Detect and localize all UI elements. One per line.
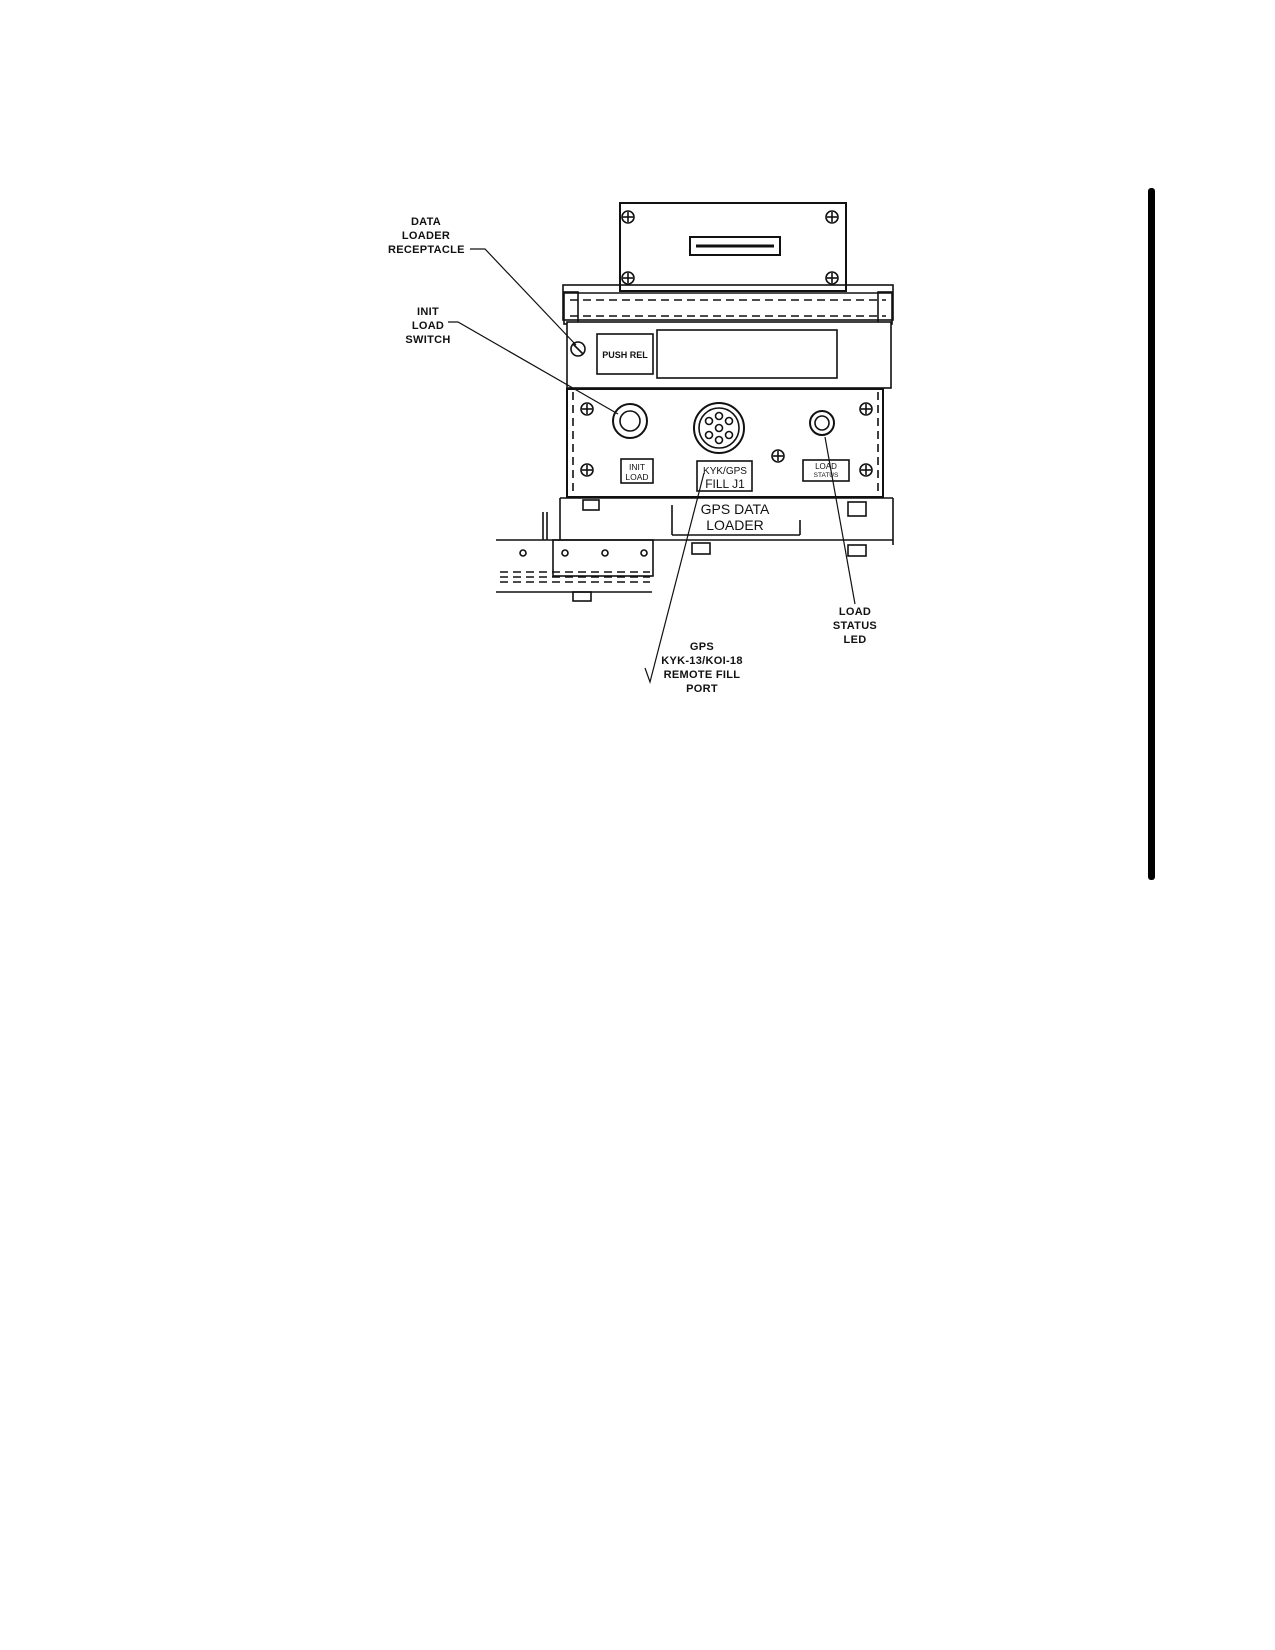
- main-panel: [566, 388, 884, 498]
- load-status-plate-line2: STATUS: [814, 472, 839, 479]
- load-status-plate-line1: LOAD: [815, 462, 837, 471]
- callout-data-loader-receptacle: DATA LOADER RECEPTACLE: [388, 215, 464, 257]
- mounting-base: [496, 497, 894, 602]
- callout-line: LOAD: [838, 606, 872, 618]
- callout-line: PORT: [686, 683, 718, 695]
- fill-connector-plate-line2: FILL J1: [705, 477, 745, 491]
- screw-head-icon: [825, 210, 839, 224]
- led-lamp-icon: [809, 410, 835, 436]
- screw-head-icon: [859, 402, 873, 416]
- push-button-icon: [612, 403, 648, 439]
- push-rel-label: PUSH REL: [602, 350, 648, 360]
- init-load-plate-line1: INIT: [629, 462, 645, 472]
- screw-head-icon: [580, 463, 594, 477]
- callout-line: SWITCH: [405, 334, 451, 346]
- screw-head-icon: [771, 449, 785, 463]
- callout-init-load-switch: INIT LOAD SWITCH: [398, 305, 458, 347]
- mounting-rail: [562, 284, 894, 325]
- callout-line: GPS: [689, 641, 715, 653]
- screw-head-icon: [621, 271, 635, 285]
- callout-line: REMOTE FILL: [663, 669, 741, 681]
- fill-connector-plate-line1: KYK/GPS: [703, 466, 747, 477]
- nameplate-line1: GPS DATA: [701, 501, 770, 517]
- callout-line: LOAD: [411, 320, 445, 332]
- change-bar: [1148, 188, 1155, 880]
- screw-head-icon: [580, 402, 594, 416]
- screw-head-icon: [825, 271, 839, 285]
- screw-head-icon: [621, 210, 635, 224]
- callout-remote-fill-port: GPS KYK-13/KOI-18 REMOTE FILL PORT: [652, 640, 752, 696]
- callout-line: INIT: [417, 306, 439, 318]
- callout-line: KYK-13/KOI-18: [661, 655, 743, 667]
- init-load-plate-line2: LOAD: [625, 472, 648, 482]
- screw-head-icon: [859, 463, 873, 477]
- callout-load-status-led: LOAD STATUS LED: [822, 605, 888, 647]
- callout-line: DATA: [410, 216, 442, 228]
- data-loader-module: [619, 202, 847, 292]
- callout-line: LED: [843, 634, 867, 646]
- nameplate-line2: LOADER: [706, 517, 764, 533]
- circular-connector-icon: [693, 402, 745, 454]
- upper-faceplate: [566, 321, 892, 389]
- callout-line: LOADER: [401, 230, 451, 242]
- callout-line: RECEPTACLE: [388, 244, 465, 256]
- leader-lines: [448, 248, 856, 685]
- callout-line: STATUS: [832, 620, 878, 632]
